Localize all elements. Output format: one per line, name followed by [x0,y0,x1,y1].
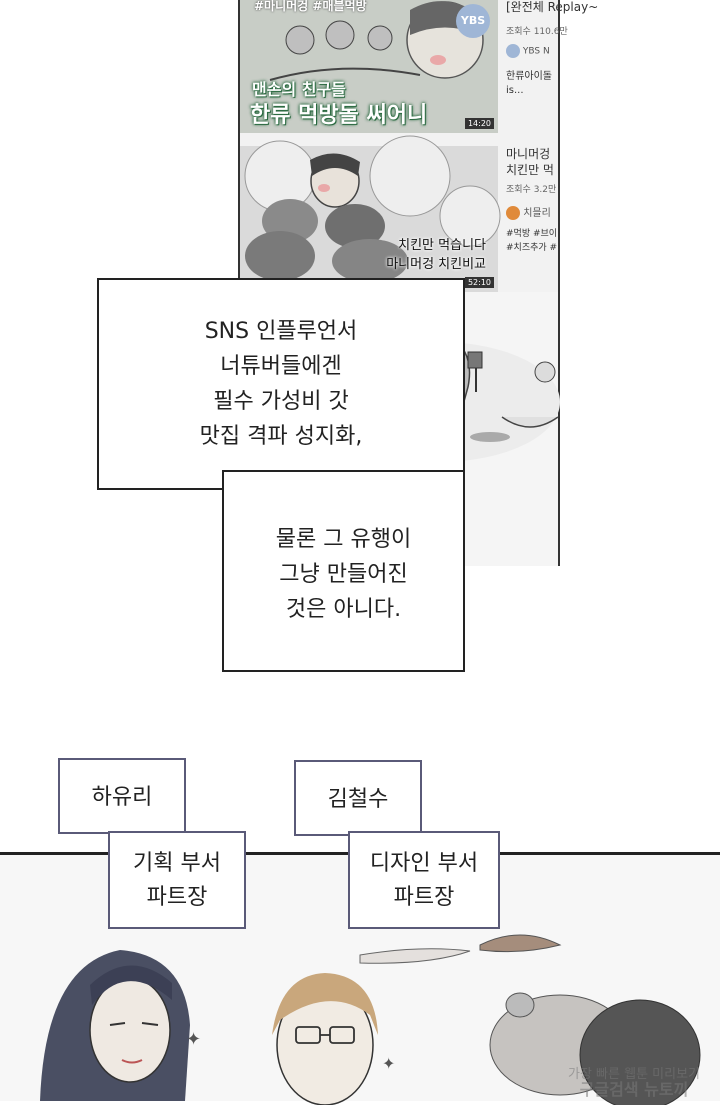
video-tags-2: #먹방 #브이 #치즈추가 # [506,227,566,255]
channel-name: 치믈리 [523,208,551,219]
watermark: 가장 빠른 웹툰 미리보기 구글검색 뉴토끼 [568,1067,700,1099]
video-tags-2-line2: #치즈추가 # [506,243,558,253]
video-duration: 14:20 [464,118,494,129]
narration-line: 것은 아니다. [285,597,402,622]
thumbnail-caption-line2: 한류 먹방돌 써어니 [250,103,428,128]
channel-name: YBS N [522,46,550,57]
character-name-tag-2: 김철수 [294,760,422,836]
svg-text:✦: ✦ [186,1029,201,1050]
watermark-line2: 구글검색 뉴토끼 [579,1080,689,1099]
video-duration: 52:10 [464,277,494,288]
thumbnail-tags: #마니머겅 #매블먹방 [254,0,367,13]
channel-avatar-icon [506,44,520,58]
role-line: 디자인 부서 [369,851,479,876]
role-line: 파트장 [146,885,208,910]
thumbnail-caption-line1: 치킨만 먹습니다 [398,238,486,253]
video-views-1: 조회수 110.6만 [506,27,568,37]
thumbnail-caption-line2: 마니머겅 치킨비교 [386,257,486,272]
video-title-1[interactable]: [완전체 Replay~ [506,0,599,14]
role-line: 기획 부서 [133,851,221,876]
video-channel-1[interactable]: YBS N [506,44,566,58]
video-thumbnail-1[interactable]: #마니머겅 #매블먹방 YBS 맨손의 친구들 한류 먹방돌 써어니 14:20 [240,0,498,133]
character-name-tag-1: 하유리 [58,758,186,834]
narration-line: 그냥 만들어진 [279,562,408,587]
watermark-line1: 가장 빠른 웹툰 미리보기 [568,1067,700,1082]
role-line: 파트장 [393,885,455,910]
narration-line: 맛집 격파 성지화, [199,424,363,449]
narration-box-2: 물론 그 유행이 그냥 만들어진 것은 아니다. [222,470,465,672]
video-channel-2[interactable]: 치믈리 [506,204,566,220]
channel-avatar-icon [506,206,520,220]
narration-line: 물론 그 유행이 [275,527,412,552]
video-views-2: 조회수 3.2만 [506,185,557,195]
thumbnail-caption-line1: 맨손의 친구들 [252,80,346,99]
narration-line: 너튜버들에겐 [220,354,342,379]
channel-logo-badge: YBS [456,4,490,38]
narration-box-1: SNS 인플루언서 너튜버들에겐 필수 가성비 갓 맛집 격파 성지화, [97,278,465,490]
thumbnail-illustration-1 [240,0,498,133]
video-tags-2-line1: #먹방 #브이 [506,229,558,239]
thumbnail-illustration-2 [240,135,501,292]
character-role-tag-2: 디자인 부서 파트장 [348,831,500,929]
video-description-1: 한류아이돌 is... [506,71,552,96]
video-title-2-line1: 마니머겅 [506,147,551,161]
video-title-2[interactable]: 마니머겅 치킨만 먹 [506,146,566,178]
video-thumbnail-2[interactable]: 치킨만 먹습니다 마니머겅 치킨비교 52:10 [240,135,501,292]
video-title-2-line2: 치킨만 먹 [506,163,554,177]
narration-line: SNS 인플루언서 [204,319,358,344]
character-role-tag-1: 기획 부서 파트장 [108,831,246,929]
narration-line: 필수 가성비 갓 [213,389,349,414]
svg-text:✦: ✦ [382,1054,395,1073]
